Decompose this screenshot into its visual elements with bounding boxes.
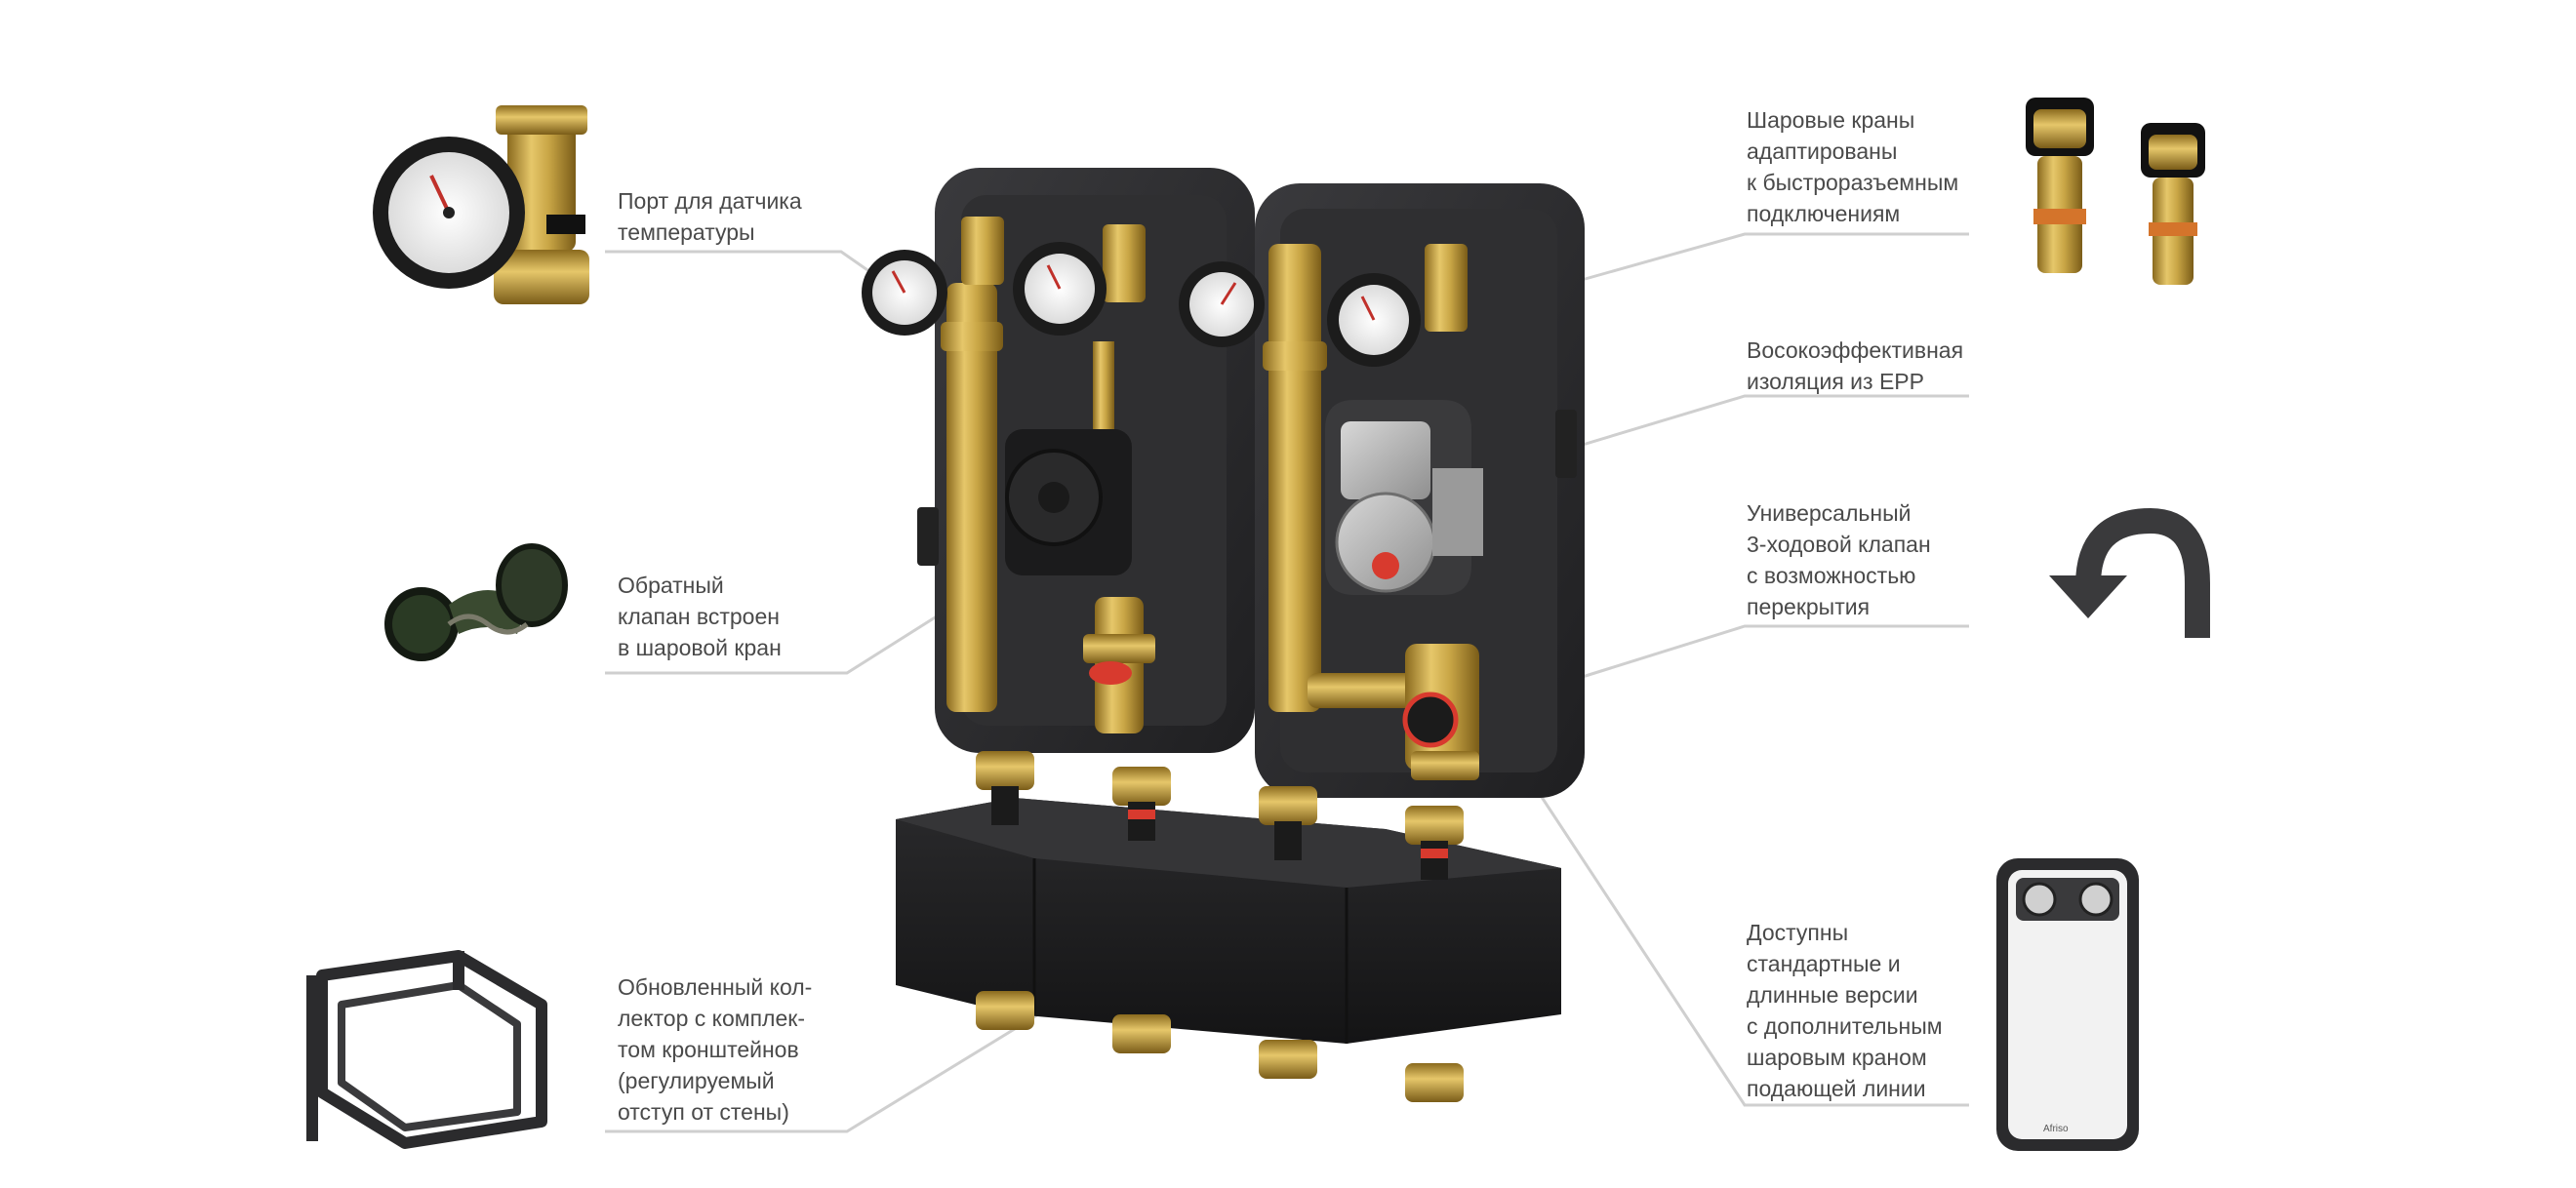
thermometer-valve-thumbnail bbox=[373, 105, 589, 304]
callout-manifold: Обновленный кол- лектор с комплек- том к… bbox=[618, 974, 813, 1125]
check-valve-thumbnail bbox=[384, 543, 568, 661]
pump-station bbox=[862, 168, 1585, 1102]
leader-line-insulation bbox=[1543, 394, 1969, 458]
callout-temperature-port: Порт для датчика температуры bbox=[618, 188, 802, 245]
leader-lines bbox=[605, 232, 1969, 1133]
callout-mixing-valve: Универсальный 3-ходовой клапан с возможн… bbox=[1747, 500, 1931, 619]
rotation-arrow-icon bbox=[2049, 507, 2210, 638]
cover-brand-logo: Afriso bbox=[2043, 1124, 2069, 1134]
bracket-thumbnail bbox=[306, 950, 547, 1149]
callout-versions: Доступны стандартные и длинные версии с … bbox=[1747, 920, 1943, 1101]
ball-valves-thumbnail bbox=[2026, 98, 2205, 285]
insulated-cover-thumbnail bbox=[1996, 858, 2139, 1151]
callout-check-valve: Обратный клапан встроен в шаровой кран bbox=[618, 573, 782, 660]
callout-insulation: Восокоэффективная изоляция из EPP bbox=[1747, 337, 1964, 394]
callout-ball-valves: Шаровые краны адаптированы к быстроразъе… bbox=[1747, 107, 1959, 226]
thermometer-gauges bbox=[862, 242, 1421, 367]
manifold bbox=[896, 751, 1561, 1102]
leader-line-versions bbox=[1526, 775, 1969, 1107]
